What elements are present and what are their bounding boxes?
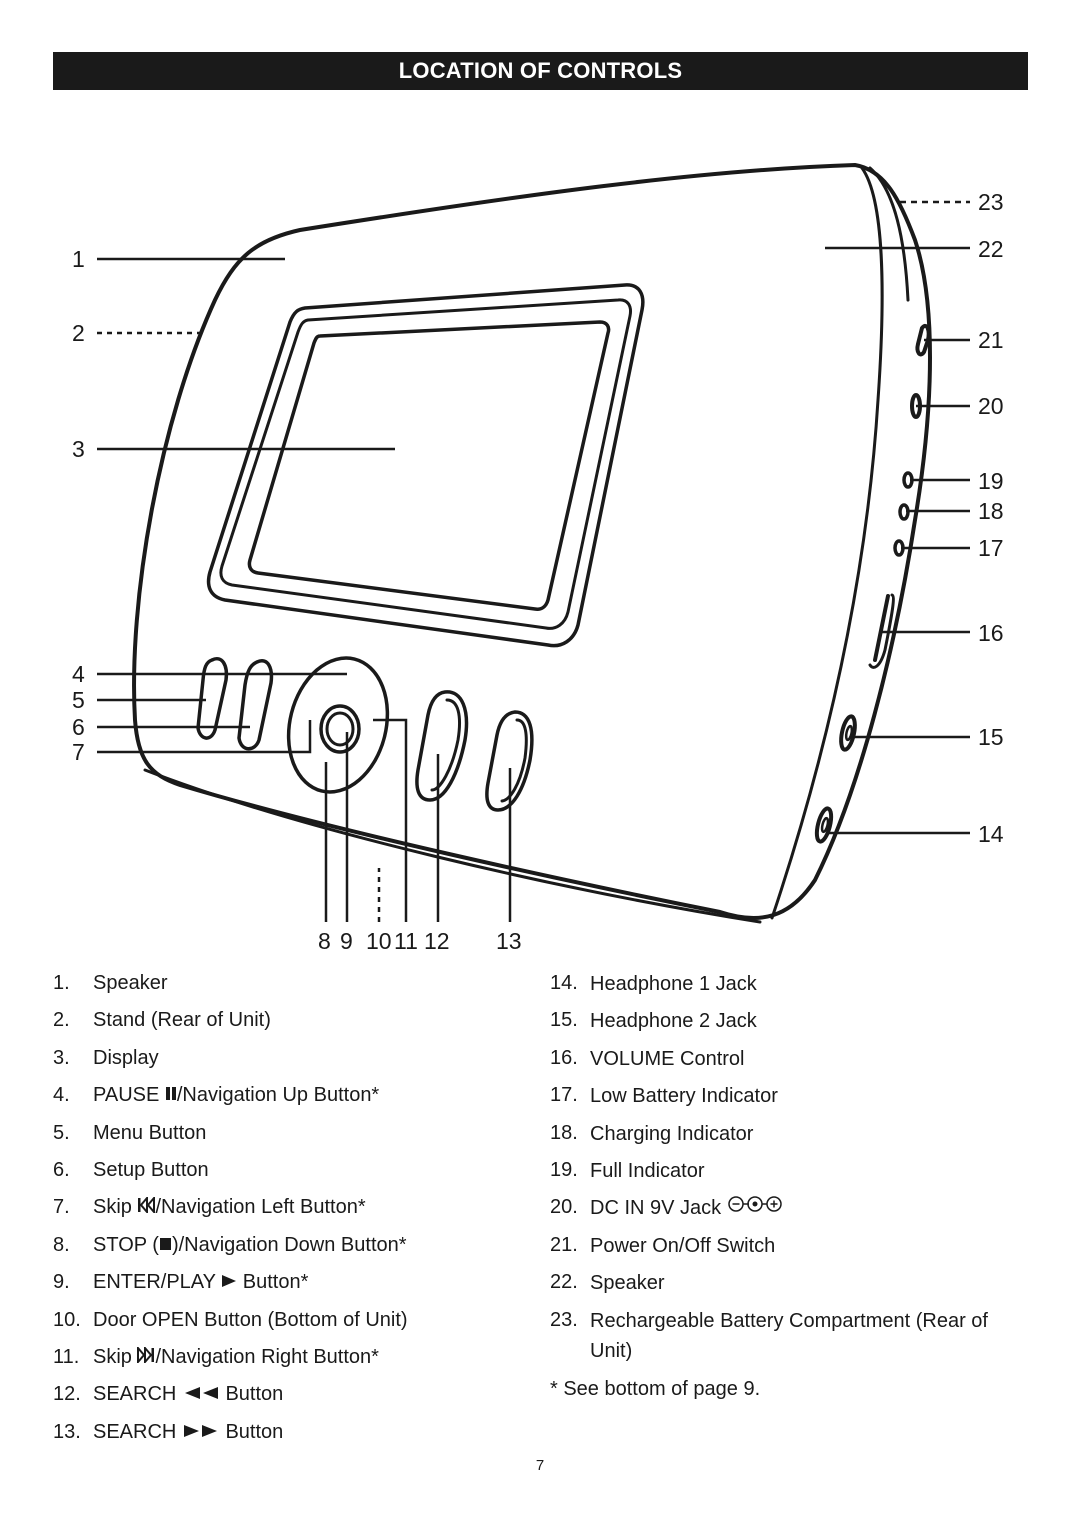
page-number: 7	[535, 1457, 545, 1474]
list-item: 9.ENTER/PLAY Button*	[53, 1264, 408, 1301]
list-item: 2.Stand (Rear of Unit)	[53, 1009, 271, 1032]
device-diagram: 1 2 3 4 5 6 7 8 9 10 11 12 13 14 15 16 1…	[72, 163, 1004, 954]
callout-7: 7	[72, 739, 85, 765]
callout-2: 2	[72, 320, 85, 346]
stop-icon	[159, 1227, 172, 1264]
headphone-1-jack-shape	[814, 806, 834, 844]
search-rewind-button-shape	[415, 690, 469, 802]
callout-15: 15	[978, 724, 1004, 750]
callout-12: 12	[424, 928, 450, 954]
volume-control-shape	[873, 594, 890, 662]
list-item: 23.Rechargeable Battery Compartment (Rea…	[550, 1308, 988, 1362]
list-item: 19.Full Indicator	[550, 1159, 705, 1183]
enter-play-button-shape	[319, 704, 361, 754]
list-item: 21.Power On/Off Switch	[550, 1233, 776, 1257]
display-screen	[247, 320, 611, 611]
search-forward-button-shape	[485, 710, 534, 812]
legend-right: 14.Headphone 1 Jack 15.Headphone 2 Jack …	[550, 965, 1030, 1408]
callout-5: 5	[72, 687, 85, 713]
list-item: 12.SEARCH Button	[53, 1376, 408, 1413]
list-item: 16.VOLUME Control	[550, 1046, 745, 1070]
page-title: LOCATION OF CONTROLS	[53, 52, 1028, 90]
callout-14: 14	[978, 821, 1004, 847]
pause-icon	[165, 1077, 177, 1114]
list-item: 3.Display	[53, 1046, 159, 1069]
callout-18: 18	[978, 498, 1004, 524]
callout-4: 4	[72, 661, 85, 687]
display-bezel	[206, 283, 645, 648]
setup-button-shape	[237, 659, 274, 751]
callout-23: 23	[978, 189, 1004, 215]
list-item: 18.Charging Indicator	[550, 1121, 754, 1145]
callout-11: 11	[394, 928, 418, 954]
list-item: 5.Menu Button	[53, 1121, 207, 1144]
list-item: 13.SEARCH Button	[53, 1414, 408, 1451]
skip-back-icon	[137, 1189, 156, 1226]
callout-22: 22	[978, 236, 1004, 262]
callout-10: 10	[366, 928, 392, 954]
callout-17: 17	[978, 535, 1004, 561]
list-item: 1.Speaker	[53, 972, 168, 994]
callout-8: 8	[318, 928, 331, 954]
list-item: 7.Skip /Navigation Left Button*	[53, 1189, 408, 1226]
list-item: 15.Headphone 2 Jack	[550, 1009, 757, 1033]
list-item: 10.Door OPEN Button (Bottom of Unit)	[53, 1308, 408, 1331]
callout-6: 6	[72, 714, 85, 740]
list-item: 17.Low Battery Indicator	[550, 1084, 778, 1108]
list-item: 11.Skip /Navigation Right Button*	[53, 1339, 408, 1376]
device-side-edge	[770, 166, 884, 920]
leader-7	[97, 720, 312, 754]
callout-13: 13	[496, 928, 522, 954]
callout-3: 3	[72, 436, 85, 462]
list-item: 6.Setup Button	[53, 1159, 209, 1182]
callout-9: 9	[340, 928, 353, 954]
rewind-icon	[182, 1376, 220, 1413]
leader-11	[373, 718, 408, 922]
callout-21: 21	[978, 327, 1004, 353]
headphone-2-jack-shape	[839, 714, 857, 752]
menu-button-shape	[196, 657, 229, 740]
legend-left: 1.Speaker 2.Stand (Rear of Unit) 3.Displ…	[53, 965, 408, 1451]
list-item: 22.Speaker	[550, 1271, 665, 1295]
callout-20: 20	[978, 393, 1004, 419]
list-item: 20.DC IN 9V Jack	[550, 1189, 1030, 1226]
polarity-icon	[727, 1193, 787, 1223]
play-icon	[221, 1264, 237, 1301]
callout-19: 19	[978, 468, 1004, 494]
callout-1: 1	[72, 246, 85, 272]
list-item: 14.Headphone 1 Jack	[550, 972, 757, 995]
device-body	[132, 163, 932, 920]
footnote: * See bottom of page 9.	[550, 1377, 761, 1400]
power-switch-shape	[915, 323, 931, 357]
list-item: 8.STOP ()/Navigation Down Button*	[53, 1227, 408, 1264]
callout-16: 16	[978, 620, 1004, 646]
skip-forward-icon	[137, 1339, 155, 1376]
fast-forward-icon	[182, 1414, 220, 1451]
nav-pad-ring	[286, 656, 390, 794]
list-item: 4.PAUSE /Navigation Up Button*	[53, 1077, 408, 1114]
